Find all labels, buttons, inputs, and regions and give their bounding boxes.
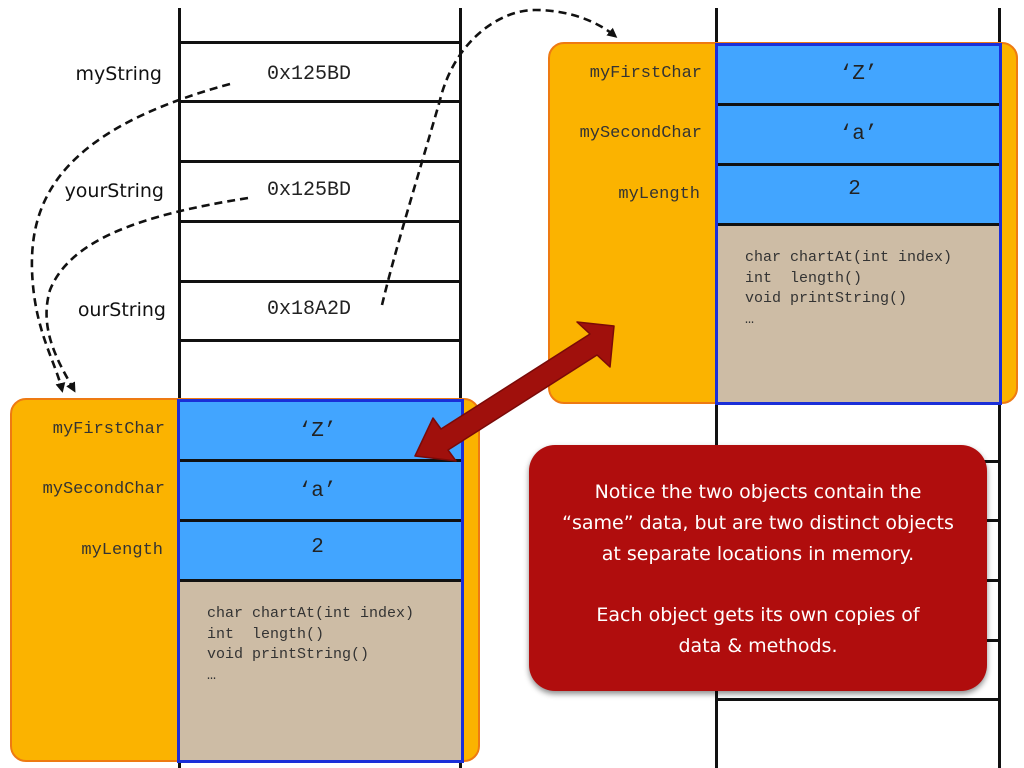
cell-divider [180,459,461,462]
stack-column [178,0,463,768]
note-line: “same” data, but are two distinct object… [562,512,954,534]
field-value-mysecondchar: ‘a’ [839,123,878,146]
field-cell-mylength [180,522,461,579]
note-line: Each object gets its own copies of [596,604,920,626]
stack-divider [178,100,462,103]
comparison-double-arrow [414,321,615,462]
note-line: Notice the two objects contain the [594,481,922,503]
heap-divider [715,698,1001,701]
field-value-myfirstchar: ‘Z’ [298,420,337,443]
stack-divider [178,160,462,163]
field-value-myfirstchar: ‘Z’ [839,63,878,86]
stack-divider [178,339,462,342]
cell-divider [180,519,461,522]
stack-wall-left [178,8,181,768]
methods-cell [718,226,999,402]
field-cell-myfirstchar [718,46,999,103]
methods-list: char chartAt(int index) int length() voi… [207,605,415,684]
stack-divider [178,280,462,283]
field-label-mylength: myLength [81,541,163,560]
cell-divider [718,103,999,106]
stack-wall-right [459,8,462,768]
pointer-arrow-yourstring [45,196,249,393]
stack-divider [178,41,462,44]
cell-divider [718,163,999,166]
object-b-cells [715,43,1002,405]
field-label-myfirstchar: myFirstChar [52,420,165,439]
field-label-mylength: myLength [618,185,700,204]
var-label-mystring: myString [75,63,162,85]
field-value-mylength: 2 [311,536,324,559]
note-callout: Notice the two objects contain the “same… [529,445,987,691]
address-mystring: 0x125BD [267,63,352,86]
field-label-myfirstchar: myFirstChar [589,64,702,83]
field-cell-mylength [718,166,999,223]
field-value-mylength: 2 [848,178,861,201]
methods-cell [180,582,461,760]
stack-divider [178,220,462,223]
field-value-mysecondchar: ‘a’ [298,480,337,503]
cell-divider [180,579,461,582]
var-label-yourstring: yourString [64,180,164,202]
field-cell-mysecondchar [180,462,461,519]
var-label-ourstring: ourString [77,299,166,321]
field-cell-myfirstchar [180,402,461,459]
pointer-arrow-mystring [30,82,231,393]
address-ourstring: 0x18A2D [267,298,352,321]
note-line: at separate locations in memory. [601,543,915,565]
cell-divider [718,223,999,226]
note-line: data & methods. [678,635,838,657]
methods-list: char chartAt(int index) int length() voi… [745,249,953,328]
field-label-mysecondchar: mySecondChar [579,124,702,143]
object-a-cells [177,399,464,763]
pointer-arrow-ourstring [380,8,618,306]
field-label-mysecondchar: mySecondChar [42,480,165,499]
address-yourstring: 0x125BD [267,179,352,202]
field-cell-mysecondchar [718,106,999,163]
